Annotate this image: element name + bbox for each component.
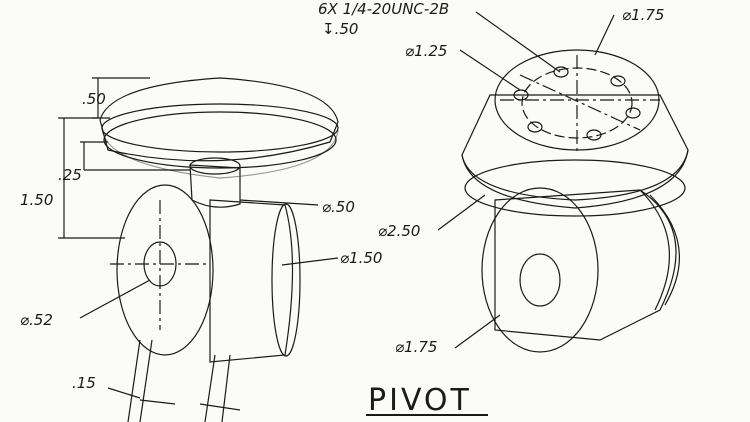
- left-view: [58, 77, 339, 422]
- right-view: [437, 11, 689, 353]
- drawing-title: PIVOT: [368, 383, 472, 418]
- dia-top-right: ⌀1.75: [622, 6, 664, 24]
- dim-total-height: 1.50: [20, 191, 53, 209]
- dim-top-height: .50: [82, 90, 106, 108]
- dia-body-left: ⌀1.50: [340, 249, 382, 267]
- thread-callout: 6X 1/4-20UNC-2B: [318, 0, 449, 18]
- dim-width: .15: [72, 374, 96, 392]
- dia-cap: ⌀2.50: [378, 222, 420, 240]
- dia-neck: ⌀.50: [322, 198, 355, 216]
- dia-body-right: ⌀1.75: [395, 338, 437, 356]
- dia-bolt-circle: ⌀1.25: [405, 42, 447, 60]
- thread-depth: ↧.50: [322, 20, 358, 38]
- bolt-holes: [513, 66, 641, 141]
- dim-neck-height: .25: [58, 166, 82, 184]
- dia-hole: ⌀.52: [20, 311, 53, 329]
